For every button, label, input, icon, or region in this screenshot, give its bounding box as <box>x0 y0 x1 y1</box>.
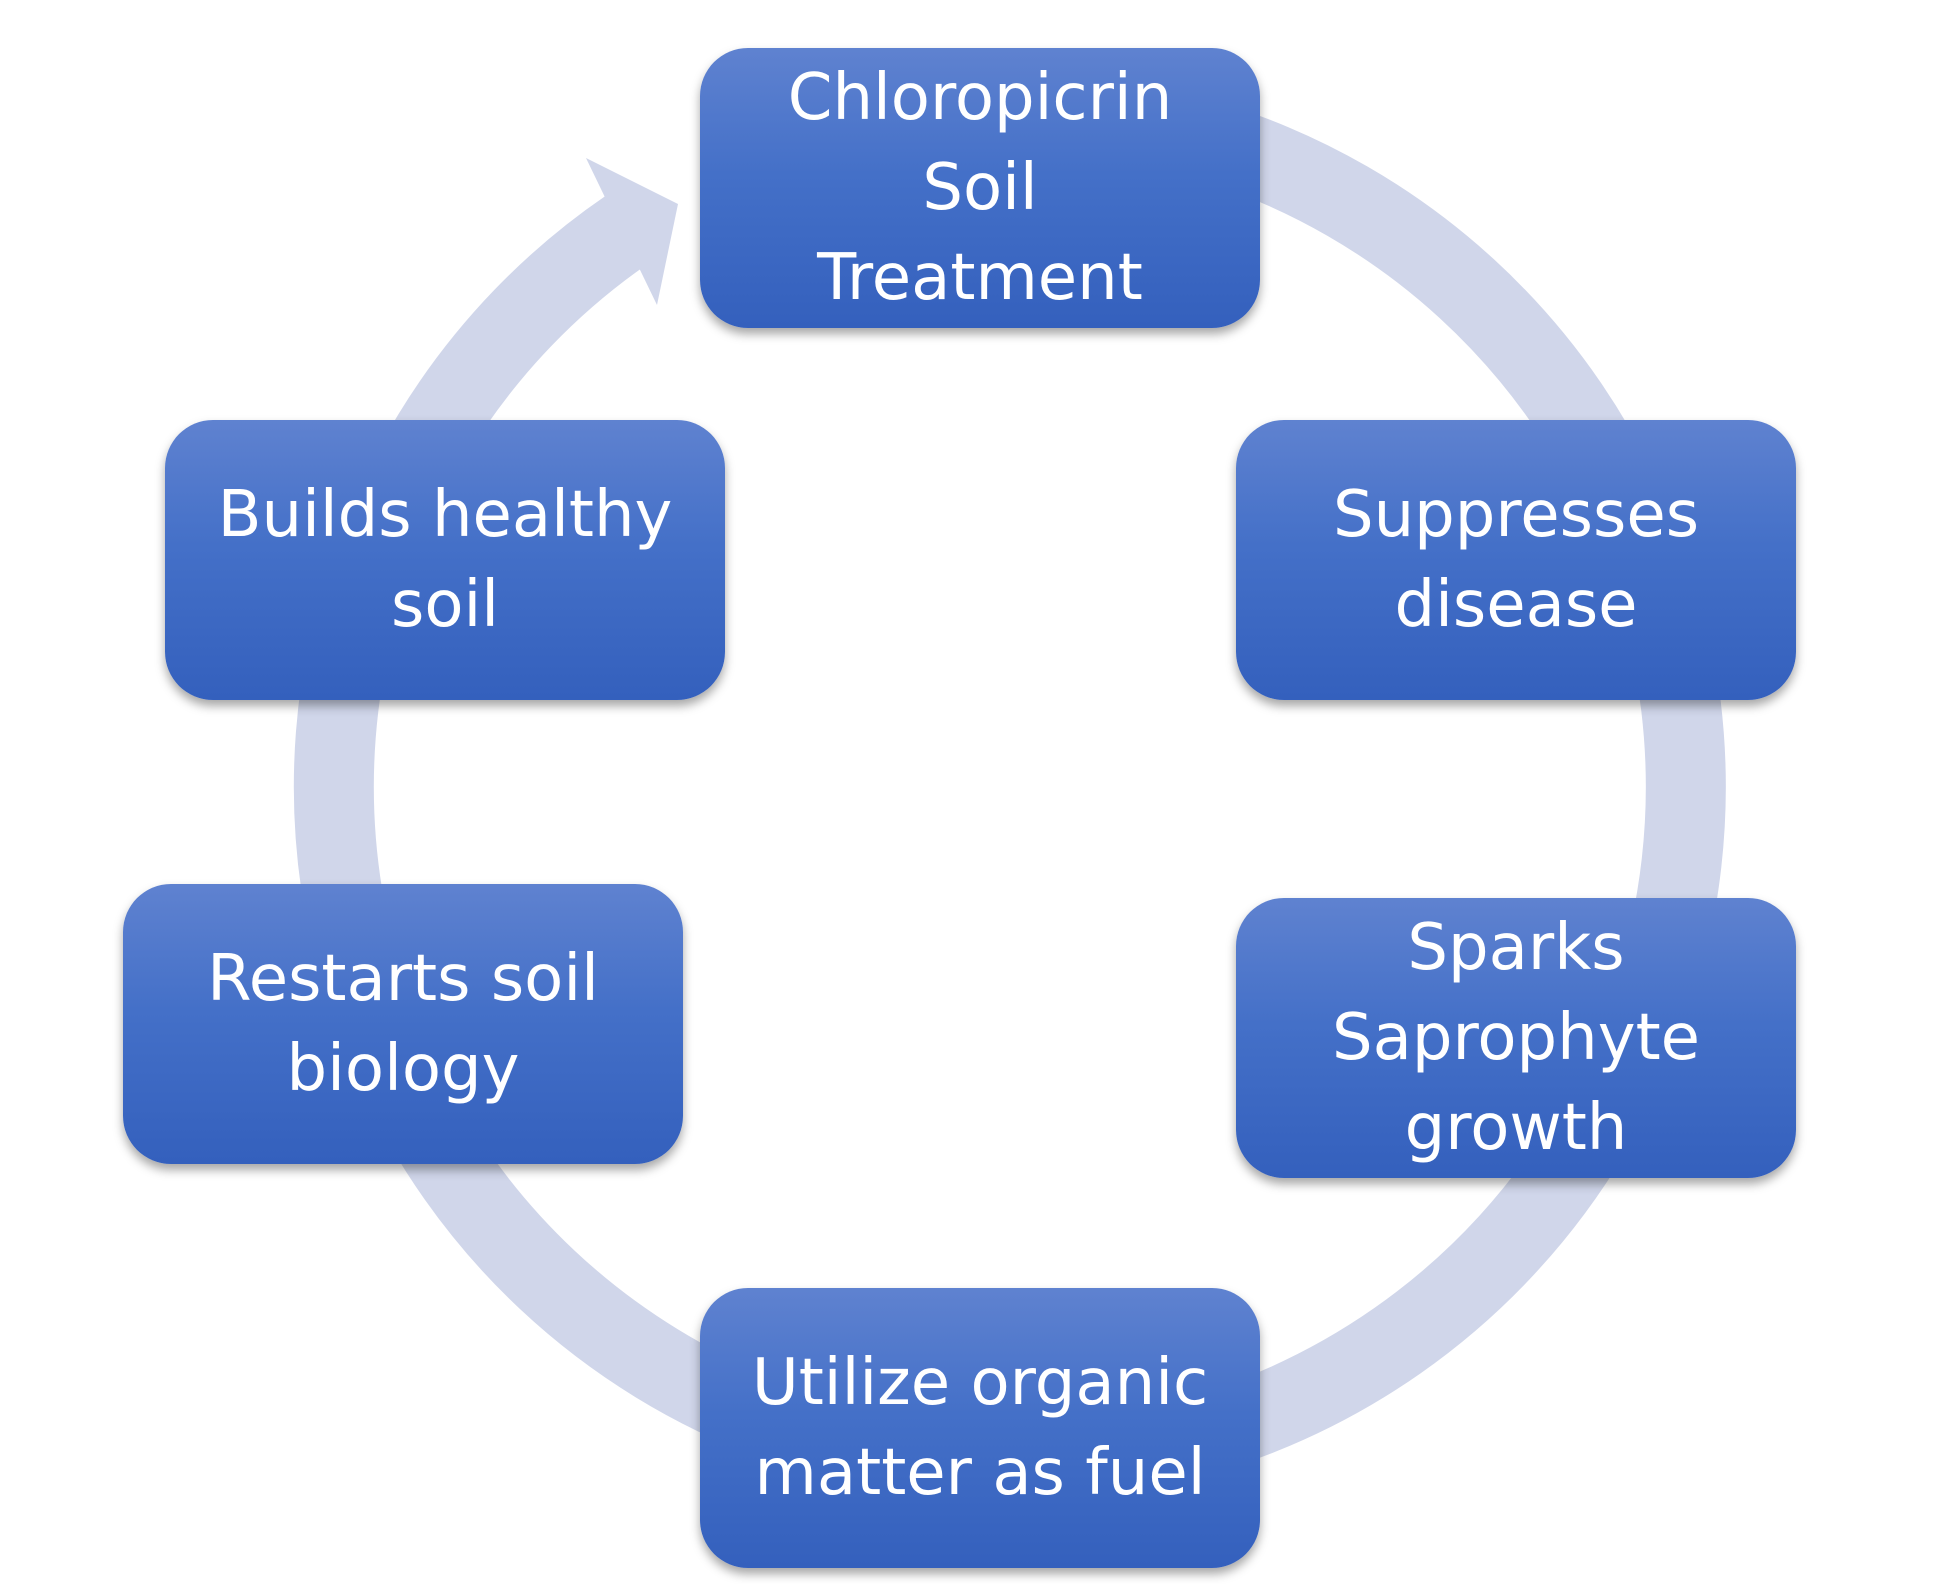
step-label: Utilize organic matter as fuel <box>751 1346 1209 1510</box>
step-sparks-saprophyte-growth: Sparks Saprophyte growth <box>1236 898 1796 1178</box>
cycle-arrow-track <box>293 107 1726 1503</box>
step-chloropicrin-soil-treatment: Chloropicrin Soil Treatment <box>700 48 1260 328</box>
step-label: Chloropicrin Soil Treatment <box>787 61 1173 315</box>
step-label: Sparks Saprophyte growth <box>1331 911 1701 1165</box>
step-label: Suppresses disease <box>1332 478 1700 642</box>
step-builds-healthy-soil: Builds healthy soil <box>165 420 725 700</box>
step-suppresses-disease: Suppresses disease <box>1236 420 1796 700</box>
cycle-arrowhead <box>586 158 678 305</box>
step-restarts-soil-biology: Restarts soil biology <box>123 884 683 1164</box>
cycle-arrow <box>293 107 1726 1503</box>
step-label: Builds healthy soil <box>217 478 673 642</box>
step-utilize-organic-matter: Utilize organic matter as fuel <box>700 1288 1260 1568</box>
step-label: Restarts soil biology <box>207 942 599 1106</box>
